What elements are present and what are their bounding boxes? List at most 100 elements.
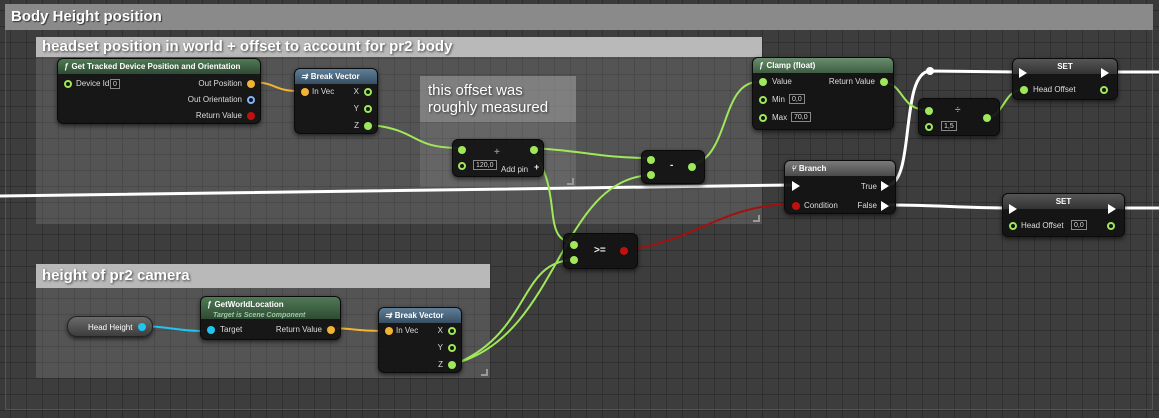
comment-offset[interactable]: this offset was roughly measured [420,76,576,187]
clamp-value-label: Value [772,77,792,86]
branch-exec-false[interactable] [881,201,889,211]
gte-output-pin[interactable] [620,247,628,255]
resize-handle[interactable] [753,215,760,222]
node-divide[interactable]: 1,5 ÷ [918,98,1000,136]
out-position-label: Out Position [198,79,242,88]
exec-wire-true [888,69,1018,187]
branch-exec-true[interactable] [881,181,889,191]
break-struct-icon: ⇉ [385,311,392,320]
node-title: Clamp (float) [766,61,816,70]
y-pin[interactable] [448,344,456,352]
add-input-b-pin[interactable] [458,162,466,170]
clamp-max-input[interactable]: 70,0 [791,112,811,122]
worldloc-target-label: Target [220,325,243,334]
clamp-value-pin[interactable] [759,78,767,86]
subtract-input-a-pin[interactable] [647,156,655,164]
set2-value-pin[interactable] [1009,222,1017,230]
divide-value-input[interactable]: 1,5 [941,121,957,131]
in-vec-pin[interactable] [385,327,393,335]
subtract-input-b-pin[interactable] [647,171,655,179]
set2-exec-in[interactable] [1009,204,1017,214]
in-vec-label: In Vec [312,87,335,96]
node-set-head-offset-2[interactable]: SET Head Offset 0,0 [1002,193,1125,237]
return-value-pin[interactable] [247,112,255,120]
float-wire-z2-gte [459,259,573,363]
node-subtract[interactable]: - [641,150,705,184]
z-pin[interactable] [364,122,372,130]
node-header: ⇉Break Vector [295,69,377,84]
out-orientation-label: Out Orientation [187,95,242,104]
node-title: Break Vector [310,72,360,81]
clamp-min-input[interactable]: 0,0 [789,94,805,104]
x-pin[interactable] [364,88,372,96]
x-label: X [353,87,359,96]
divide-output-pin[interactable] [983,114,991,122]
in-vec-pin[interactable] [301,88,309,96]
gte-input-b-pin[interactable] [570,256,578,264]
comment-offset-header [420,76,576,122]
set2-output-pin[interactable] [1107,222,1115,230]
node-title: Break Vector [394,311,444,320]
out-orientation-pin[interactable] [247,96,255,104]
in-vec-label: In Vec [396,326,419,335]
set1-exec-in[interactable] [1019,68,1027,78]
float-wire-z1-add [370,124,461,149]
exec-wire-in [0,183,794,198]
divide-input-b-pin[interactable] [925,123,933,131]
divide-input-a-pin[interactable] [925,107,933,115]
node-header: SET [1013,59,1117,74]
add-pin-plus-icon[interactable]: + [534,162,540,172]
outer-comment-title[interactable]: Body Height position [5,4,1153,30]
x-label: X [437,326,443,335]
clamp-min-pin[interactable] [759,96,767,104]
node-subtitle: Target is Scene Component [213,312,306,319]
resize-handle[interactable] [567,178,574,185]
set2-value-input[interactable]: 0,0 [1071,220,1087,230]
device-id-input[interactable]: 0 [110,79,120,89]
node-add[interactable]: 120,0 + Add pin + [452,139,544,177]
return-value-label: Return Value [195,111,242,120]
head-height-pin[interactable] [138,323,146,331]
resize-handle[interactable] [481,369,488,376]
y-pin[interactable] [364,105,372,113]
set1-value-pin[interactable] [1020,86,1028,94]
set2-exec-out[interactable] [1108,204,1116,214]
clamp-max-label: Max [772,113,788,122]
branch-exec-in[interactable] [792,181,800,191]
function-icon: ƒ [64,62,69,71]
clamp-return-pin[interactable] [880,78,888,86]
gte-input-a-pin[interactable] [570,241,578,249]
add-value-input[interactable]: 120,0 [473,160,497,170]
float-wire-z2-sub [459,174,651,363]
node-set-head-offset-1[interactable]: SET Head Offset [1012,58,1118,100]
z-pin[interactable] [448,361,456,369]
branch-condition-pin[interactable] [792,202,800,210]
node-title: GetWorldLocation [214,300,284,309]
worldloc-target-pin[interactable] [207,326,215,334]
device-id-pin[interactable] [64,80,72,88]
clamp-max-pin[interactable] [759,114,767,122]
out-position-pin[interactable] [247,80,255,88]
x-pin[interactable] [448,327,456,335]
add-input-a-pin[interactable] [458,146,466,154]
subtract-operator: - [670,160,674,171]
subtract-output-pin[interactable] [688,163,696,171]
node-head-height-var[interactable]: Head Height [67,316,153,337]
add-pin-label[interactable]: Add pin [501,165,529,174]
set1-exec-out[interactable] [1101,68,1109,78]
node-branch[interactable]: ⑂Branch Condition True False [784,160,896,214]
node-greater-equal[interactable]: >= [563,233,638,269]
node-break-vector-1[interactable]: ⇉Break Vector In Vec X Y Z [294,68,378,134]
set1-output-pin[interactable] [1100,86,1108,94]
worldloc-return-pin[interactable] [327,326,335,334]
node-break-vector-2[interactable]: ⇉Break Vector In Vec X Y Z [378,307,462,373]
add-output-pin[interactable] [530,146,538,154]
worldloc-return-label: Return Value [275,325,322,334]
function-icon: ƒ [207,300,212,309]
clamp-return-label: Return Value [828,77,875,86]
